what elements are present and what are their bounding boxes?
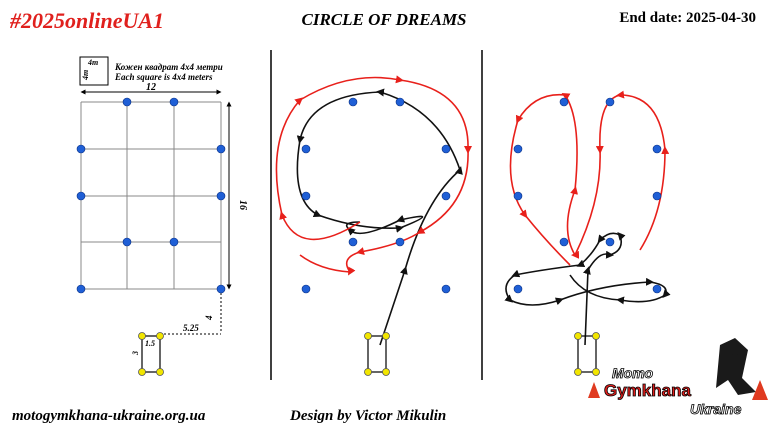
motogymkhana-ukraine-logo: Мото Gymkhana Ukraine <box>588 338 768 417</box>
cone <box>395 97 405 107</box>
scale-legend: 4m 4m Кожен квадрат 4x4 метри Each squar… <box>79 56 223 86</box>
cone <box>216 144 226 154</box>
box-cone <box>574 332 582 340</box>
cone <box>395 237 405 247</box>
start-box-panel1 <box>138 332 164 376</box>
cone <box>559 237 569 247</box>
cone <box>652 191 662 201</box>
dimension-lines <box>80 89 232 335</box>
box-cone <box>574 368 582 376</box>
cone <box>348 97 358 107</box>
cone <box>216 191 226 201</box>
cone <box>559 97 569 107</box>
route-line-black <box>504 231 671 346</box>
rider-silhouette <box>716 338 756 395</box>
route-line-black <box>296 88 463 346</box>
route-line-red <box>509 90 670 266</box>
cone <box>301 144 311 154</box>
dim-height-label: 16 <box>237 200 248 210</box>
legend-square-side-label: 4m <box>81 70 90 81</box>
cones-panel1 <box>76 97 226 294</box>
box-cone <box>138 332 146 340</box>
cone <box>301 284 311 294</box>
cone <box>441 191 451 201</box>
legend-note-en: Each square is 4x4 meters <box>114 72 213 82</box>
route-panel2 <box>275 75 472 346</box>
website-link[interactable]: motogymkhana-ukraine.org.ua <box>12 408 206 424</box>
start-box-panel3 <box>574 332 600 376</box>
cones-panel3 <box>513 97 662 294</box>
cone <box>301 191 311 201</box>
end-date: End date: 2025-04-30 <box>619 10 756 26</box>
cones-panel2 <box>301 97 451 294</box>
box-cone <box>592 368 600 376</box>
cone <box>348 237 358 247</box>
designer-credit: Design by Victor Mikulin <box>290 408 447 424</box>
cone <box>216 284 226 294</box>
cone <box>76 144 86 154</box>
box-cone <box>364 368 372 376</box>
cone <box>513 284 523 294</box>
cone <box>605 97 615 107</box>
box-cone <box>364 332 372 340</box>
route-panel3 <box>504 90 671 346</box>
cone <box>513 144 523 154</box>
course-title: CIRCLE OF DREAMS <box>301 10 467 29</box>
box-cone <box>592 332 600 340</box>
cone <box>169 97 179 107</box>
legend-note-uk: Кожен квадрат 4x4 метри <box>114 62 223 72</box>
box-cone <box>156 332 164 340</box>
dim-width-label: 12 <box>146 82 156 93</box>
cone <box>122 97 132 107</box>
cone-icon <box>752 380 768 400</box>
cone <box>605 237 615 247</box>
cone <box>441 284 451 294</box>
cone <box>441 144 451 154</box>
legend-square-top-label: 4m <box>87 58 98 67</box>
cone <box>122 237 132 247</box>
box-cone <box>382 368 390 376</box>
start-box-panel2 <box>364 332 390 376</box>
box-cone <box>156 368 164 376</box>
dim-offset-horizontal-label: 5.25 <box>183 323 199 333</box>
cone <box>76 191 86 201</box>
box-cone <box>382 332 390 340</box>
box-width-label: 1.5 <box>145 339 155 348</box>
cone <box>169 237 179 247</box>
measurement-grid <box>80 101 222 290</box>
cone <box>652 144 662 154</box>
box-cone <box>138 368 146 376</box>
cone-icon <box>588 382 600 398</box>
cone <box>76 284 86 294</box>
event-title: #2025onlineUA1 <box>10 8 165 33</box>
logo-line2: Gymkhana <box>604 381 691 400</box>
box-height-label: 3 <box>131 351 140 356</box>
dim-offset-vertical-label: 4 <box>204 315 214 321</box>
route-line-red <box>275 75 472 276</box>
cone <box>652 284 662 294</box>
logo-line3: Ukraine <box>690 401 742 417</box>
helmet-icon <box>728 341 742 355</box>
cone <box>513 191 523 201</box>
logo-line1: Мото <box>612 365 653 381</box>
